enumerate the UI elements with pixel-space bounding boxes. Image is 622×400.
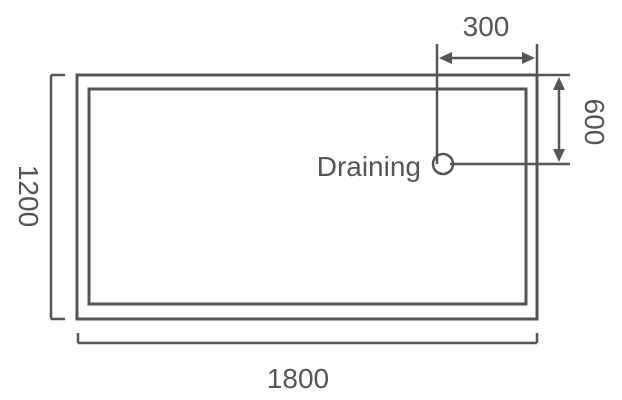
drain-icon [431,152,455,176]
arrowhead-left [439,52,452,64]
tray-outer-outline [75,73,539,321]
arrowhead-up [553,77,565,90]
drain-offset-y-dimension: 600 [450,73,610,166]
width-dimension: 1800 [76,333,539,394]
arrowhead-right [522,52,535,64]
drain-offset-y-label: 600 [579,99,610,146]
width-label: 1800 [267,363,329,394]
arrowhead-down [553,149,565,162]
drain-offset-x-label: 300 [463,11,510,42]
height-dimension: 1200 [13,73,65,321]
drain-label: Draining [317,151,421,182]
tray-inner-outline [87,87,528,306]
height-label: 1200 [13,165,44,227]
drain-offset-x-dimension: 300 [435,11,539,164]
